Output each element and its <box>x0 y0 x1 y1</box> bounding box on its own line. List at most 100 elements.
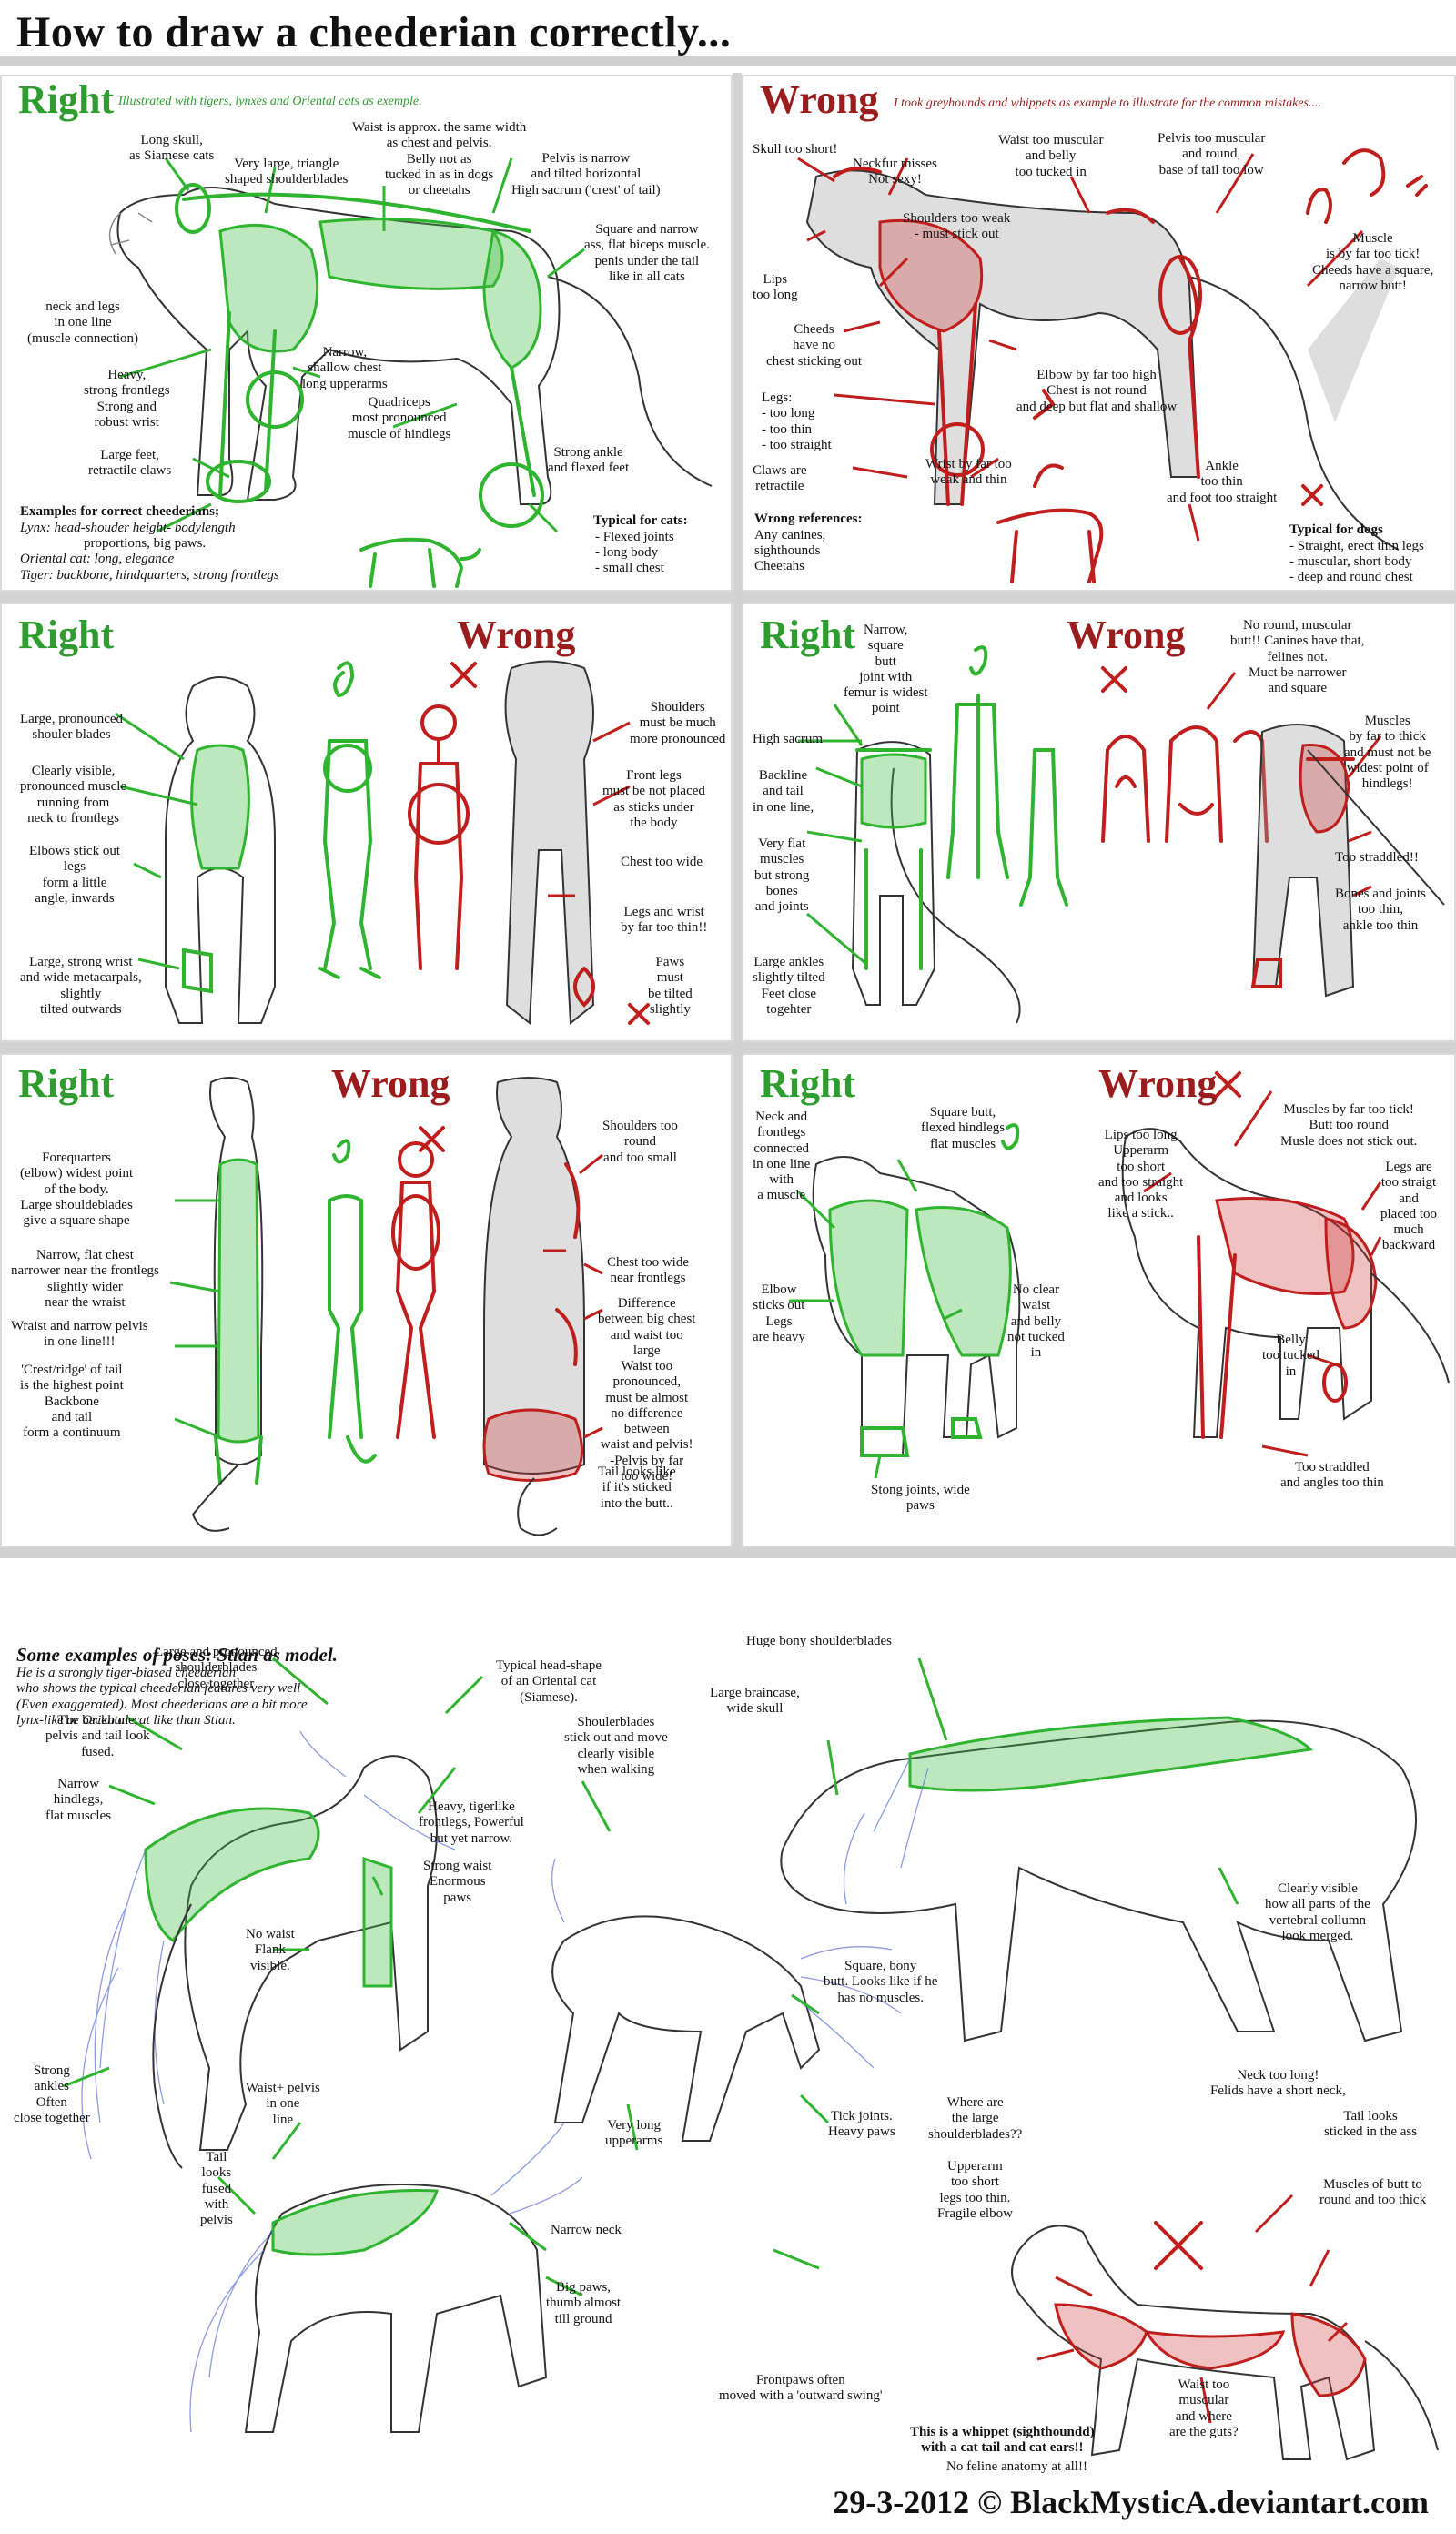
examples-line-3: Oriental cat: long, elegance <box>20 552 175 566</box>
rear-wrong-straddled: Too straddled!! <box>1335 850 1419 865</box>
front-right-heading: Right <box>18 613 115 657</box>
panel-rear-view: Right Wrong Narrow, square butt j <box>742 603 1456 1042</box>
rear-view-drawing <box>798 645 1445 1024</box>
note-heavy-frontlegs: Heavy, strong frontlegs Strong and robus… <box>84 368 170 430</box>
tq-wrong-legs: Legs are too straigt and placed too much… <box>1380 1160 1438 1253</box>
top-view-drawing <box>169 1077 603 1536</box>
wrong-subnote: I took greyhounds and whippets as exampl… <box>894 96 1321 110</box>
pose-note-shoulderblades: Large and pronounced shoulderblades clos… <box>155 1645 278 1691</box>
rear-wrong-bones: Bones and joints too thin, ankle too thi… <box>1335 887 1426 933</box>
rear-wrong-muscles: Muscles by far to thick and must not be … <box>1344 714 1431 791</box>
horizontal-separator-3 <box>0 1547 1456 1558</box>
pose-note-head-shape: Typical head-shape of an Oriental cat (S… <box>496 1658 602 1705</box>
pose-note-big-paws: Big paws, thumb almost till ground <box>546 2280 622 2326</box>
front-wrong-legs: Legs and wrist by far too thin!! <box>621 905 708 936</box>
page-title: How to draw a cheederian correctly... <box>16 8 732 56</box>
pose-whippet-sub: No feline anatomy at all!! <box>946 2459 1087 2474</box>
wrong-note-elbow: Elbow by far too high Chest is not round… <box>1016 368 1178 414</box>
pose-wrong-waist: Waist too muscular and where are the gut… <box>1169 2377 1239 2439</box>
pose-note-waist-pelvis: Waist+ pelvis in one line <box>246 2081 320 2127</box>
tq-wrong-heading: Wrong <box>1098 1061 1218 1106</box>
pose-note-frontpaws: Frontpaws often moved with a 'outward sw… <box>719 2373 883 2404</box>
right-subnote: Illustrated with tigers, lynxes and Orie… <box>118 95 422 108</box>
note-neck-legs: neck and legs in one line (muscle connec… <box>27 299 139 346</box>
side-cat-right-drawing <box>108 157 713 588</box>
front-note-wrist: Large, strong wrist and wide metacarpals… <box>20 955 142 1017</box>
panel-top-view: Right Wrong Forequarters (elbow) wides <box>0 1053 733 1547</box>
front-wrong-heading: Wrong <box>457 613 576 657</box>
note-strong-ankle: Strong ankle and flexed feet <box>548 445 630 476</box>
pose-note-narrow-hindlegs: Narrow hindlegs, flat muscles <box>46 1777 112 1823</box>
panel-poses: Some examples of poses: Stian as model. … <box>0 1558 1456 2534</box>
pose-note-tail-fused: Tail looks fused with pelvis <box>200 2150 233 2227</box>
right-heading: Right <box>18 77 115 122</box>
pose-note-long-upperarms: Very long upperarms <box>605 2118 663 2149</box>
tq-wrong-muscles: Muscles by far too tick! Butt too round … <box>1280 1102 1418 1149</box>
top-wrong-shoulders: Shoulders too round and too small <box>602 1119 678 1165</box>
pose-whippet-note: This is a whippet (sighthoundd) with a c… <box>910 2425 1095 2456</box>
wrong-note-ankle: Ankle too thin and foot too straight <box>1167 459 1278 505</box>
panel-front-view: Right Wrong Large, pronounced shouler bl… <box>0 603 733 1042</box>
pose-note-braincase: Large braincase, wide skull <box>710 1686 800 1717</box>
pose-note-tick-joints: Tick joints. Heavy paws <box>828 2109 895 2140</box>
typical-cats-title: Typical for cats: <box>593 513 688 528</box>
side-dog-wrong-drawing <box>797 148 1428 583</box>
pose-wrong-upperarm: Upperarm too short legs too thin. Fragil… <box>937 2159 1013 2221</box>
note-narrow-chest: Narrow, shallow chest long upperarms <box>302 345 388 391</box>
examples-line-2: proportions, big paws. <box>84 536 207 551</box>
typical-dogs-title: Typical for dogs <box>1289 522 1383 537</box>
note-quadriceps: Quadriceps most pronounced muscle of hin… <box>348 395 451 441</box>
typical-dogs-2: - muscular, short body <box>1289 554 1412 569</box>
wrong-note-waist: Waist too muscular and belly too tucked … <box>998 133 1104 179</box>
front-note-shoulerblades: Large, pronounced shouler blades <box>20 712 124 743</box>
rear-note-ankles: Large ankles slightly tilted Feet close … <box>753 955 825 1017</box>
pose-note-huge-shoulderblades: Huge bony shoulderblades <box>746 1634 892 1648</box>
wrong-note-legs: Legs: - too long - too thin - too straig… <box>762 390 832 452</box>
pose-note-shoulerblades-walk: Shoulerblades stick out and move clearly… <box>564 1715 668 1777</box>
wrong-note-lips: Lips too long <box>753 272 798 303</box>
wrong-refs-2: sighthounds <box>754 543 821 558</box>
pose-note-strong-waist: Strong waist Enormous paws <box>423 1859 492 1905</box>
pose-note-vertebral: Clearly visible how all parts of the ver… <box>1265 1881 1370 1943</box>
top-wrong-tail: Tail looks like if it's sticked into the… <box>598 1465 676 1511</box>
wrong-note-neckfur: Neckfur misses Not sexy! <box>853 157 937 188</box>
top-right-heading: Right <box>18 1061 115 1106</box>
top-wrong-heading: Wrong <box>331 1061 450 1106</box>
wrong-note-claws: Claws are retractile <box>753 463 807 494</box>
horizontal-separator-2 <box>0 1042 1456 1053</box>
panel-side-right: Right Illustrated with tigers, lynxes an… <box>0 75 733 592</box>
tq-note-no-waist: No clear waist and belly not tucked in <box>1007 1282 1065 1360</box>
wrong-note-skull: Skull too short! <box>753 142 838 157</box>
tq-note-square-butt: Square butt, flexed hindlegs flat muscle… <box>921 1105 1006 1151</box>
vertical-separator-top <box>733 73 742 1547</box>
tq-note-elbow: Elbow sticks out Legs are heavy <box>753 1282 805 1344</box>
wrong-note-shoulders: Shoulders too weak - must stick out <box>903 211 1011 242</box>
top-note-narrow-chest: Narrow, flat chest narrower near the fro… <box>11 1248 159 1310</box>
front-note-muscle: Clearly visible, pronounced muscle runni… <box>20 764 127 826</box>
tq-note-neck: Neck and frontlegs connected in one line… <box>753 1110 811 1203</box>
wrong-refs-3: Cheetahs <box>754 559 804 573</box>
typical-dogs-1: - Straight, erect thin legs <box>1289 539 1424 553</box>
note-square-ass: Square and narrow ass, flat biceps muscl… <box>584 222 710 284</box>
wrong-refs-title: Wrong references: <box>754 512 863 526</box>
panel-side-wrong: Wrong I took greyhounds and whippets as … <box>742 75 1456 592</box>
top-wrong-chest: Chest too wide near frontlegs <box>607 1255 689 1286</box>
front-view-drawing <box>115 660 650 1025</box>
rear-note-flat-muscles: Very flat muscles but strong bones and j… <box>754 836 810 914</box>
top-wrong-difference: Difference between big chest and waist t… <box>598 1296 696 1484</box>
wrong-refs-1: Any canines, <box>754 528 826 542</box>
rear-note-backline: Backline and tail in one line, <box>753 768 814 815</box>
rear-wrong-butt: No round, muscular butt!! Canines have t… <box>1230 618 1365 695</box>
typical-dogs-3: - deep and round chest <box>1289 570 1413 584</box>
tq-note-joints: Stong joints, wide paws <box>871 1483 970 1514</box>
wrong-heading: Wrong <box>760 77 879 122</box>
pose-note-no-waist: No waist Flank visible. <box>246 1927 295 1973</box>
pose-wrong-shoulderblades: Where are the large shoulderblades?? <box>928 2095 1023 2142</box>
note-long-skull: Long skull, as Siamese cats <box>129 133 215 164</box>
wrong-note-wrist: Wrist by far too weak and thin <box>925 457 1012 488</box>
pose-note-heavy-frontlegs: Heavy, tigerlike frontlegs, Powerful but… <box>419 1799 524 1846</box>
front-wrong-shoulders: Shoulders must be much more pronounced <box>630 700 726 746</box>
top-note-crest: 'Crest/ridge' of tail is the highest poi… <box>20 1363 124 1440</box>
tq-right-heading: Right <box>760 1061 856 1106</box>
note-shoulderblades: Very large, triangle shaped shoulderblad… <box>225 157 349 188</box>
